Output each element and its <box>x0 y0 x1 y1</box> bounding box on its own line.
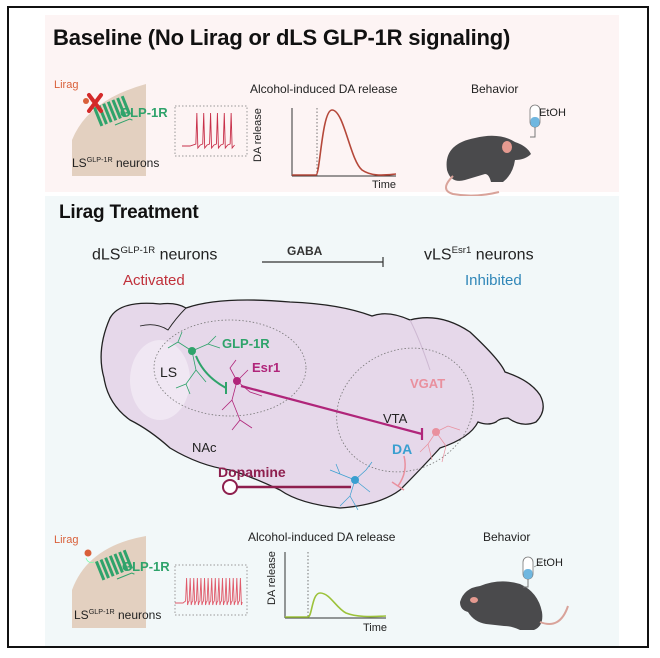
graph-ylabel-lirag: DA release <box>266 551 278 605</box>
da-release-graph-baseline <box>291 108 397 177</box>
glp1r-label-lirag: GLP-1R <box>122 559 170 574</box>
cell-label-main: LS <box>72 156 87 170</box>
binding-site-icon <box>85 557 95 563</box>
ls-glp1r-neurons-label-lirag: LSGLP-1R neurons <box>74 607 161 622</box>
esr1-neuron-icon <box>221 359 424 440</box>
da-curve-reduced <box>285 592 387 618</box>
lirag-label: Lirag <box>54 79 79 91</box>
activated-state: Activated <box>123 272 185 289</box>
ethanol-bottle-icon <box>529 104 549 138</box>
gaba-inhibition-arrow <box>262 257 384 267</box>
da-curve-high <box>292 109 397 176</box>
lirag-molecule-icon <box>83 98 89 104</box>
nac-region-label: NAc <box>192 440 217 455</box>
ls-glp1r-neurons-label: LSGLP-1R neurons <box>72 155 159 170</box>
da-cell-label: DA <box>392 441 413 457</box>
nac-terminal-icon <box>222 479 238 495</box>
gaba-label: GABA <box>287 244 323 258</box>
behavior-title-lirag: Behavior <box>483 530 531 544</box>
vta-region-label: VTA <box>383 411 408 426</box>
vta-region-outline <box>336 347 474 473</box>
cell-label-main: LS <box>74 608 89 622</box>
vls-neurons-label: vLSEsr1 neurons <box>424 245 534 264</box>
glp1r-cell-label: GLP-1R <box>222 336 270 351</box>
glp1r-label: GLP-1R <box>120 105 168 120</box>
inhibited-state: Inhibited <box>465 272 522 289</box>
cell-label-suffix: neurons <box>112 156 160 170</box>
left-neuron-sup: GLP-1R <box>120 245 156 256</box>
right-neuron-main: vLS <box>424 246 452 264</box>
right-neuron-suffix: neurons <box>471 246 534 264</box>
lirag-molecule-bound-icon <box>84 549 92 557</box>
dls-neurons-label: dLSGLP-1R neurons <box>92 245 217 264</box>
ls-region-label: LS <box>160 364 178 380</box>
etoh-label-lirag: EtOH <box>536 557 563 569</box>
blocked-x-icon <box>87 93 103 113</box>
glp1r-receptor-icon-lirag <box>95 549 135 581</box>
behavior-title: Behavior <box>471 82 519 96</box>
spike-trace-box <box>174 105 248 157</box>
graph-xlabel: Time <box>372 179 397 191</box>
right-neuron-sup: Esr1 <box>451 245 472 256</box>
da-neuron-icon <box>329 461 373 511</box>
etoh-label: EtOH <box>539 107 566 119</box>
esr1-cell-label: Esr1 <box>252 360 281 375</box>
spike-train-baseline <box>182 112 235 150</box>
vgat-neuron-icon <box>391 425 461 491</box>
baseline-title: Baseline (No Lirag or dLS GLP-1R signali… <box>53 25 511 50</box>
spike-trace <box>182 112 235 150</box>
cell-label-sup: GLP-1R <box>86 155 113 164</box>
lirag-title: Lirag Treatment <box>59 202 199 223</box>
spike-train-lirag <box>175 577 243 606</box>
ethanol-bottle-icon-lirag <box>522 556 542 588</box>
spike-trace-box-lirag <box>174 564 248 616</box>
vgat-cell-label: VGAT <box>410 376 446 391</box>
spike-trace <box>175 577 243 606</box>
esr1-projection <box>240 384 423 436</box>
glp1r-neuron-icon <box>167 331 227 395</box>
left-neuron-main: dLS <box>92 246 121 264</box>
mouse-drinking-icon <box>445 135 531 197</box>
cell-label-sup: GLP-1R <box>88 607 115 616</box>
cell-label-suffix: neurons <box>114 608 162 622</box>
graph-title: Alcohol-induced DA release <box>250 82 398 96</box>
graph-title-lirag: Alcohol-induced DA release <box>248 530 396 544</box>
left-neuron-suffix: neurons <box>155 246 218 264</box>
ls-region-outline <box>153 319 307 417</box>
mouse-icon-lirag <box>460 581 569 630</box>
dopamine-projection <box>222 479 351 495</box>
graph-xlabel-lirag: Time <box>363 622 388 634</box>
da-release-graph-lirag <box>284 552 387 619</box>
dopamine-label: Dopamine <box>218 464 286 480</box>
lirag-label-lirag: Lirag <box>54 534 79 546</box>
mouse-brain-illustration <box>100 299 544 509</box>
